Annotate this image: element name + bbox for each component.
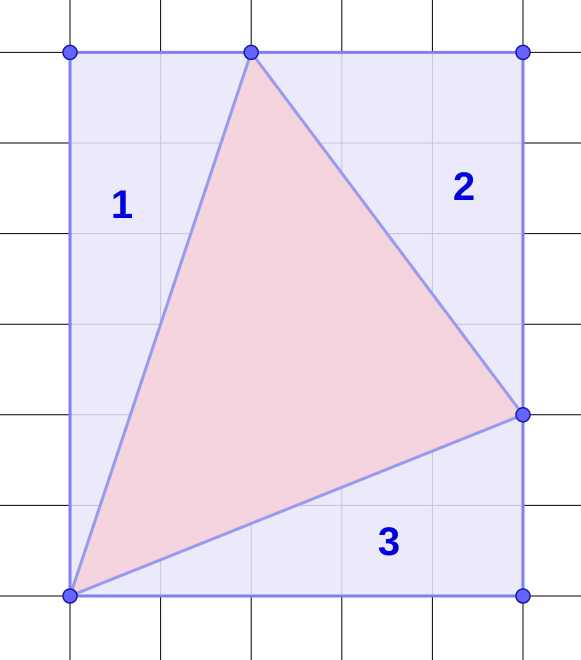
- vertex-point[interactable]: [515, 407, 531, 423]
- vertex-point[interactable]: [62, 44, 78, 61]
- inscribed-triangle: [67, 49, 526, 599]
- vertex-point[interactable]: [515, 588, 531, 604]
- vertex-point[interactable]: [243, 44, 259, 61]
- region-label-1: 1: [111, 183, 133, 227]
- region-label-3: 3: [378, 520, 400, 564]
- region-label-2: 2: [453, 165, 475, 209]
- vertex-point[interactable]: [62, 588, 78, 604]
- vertex-point[interactable]: [515, 44, 531, 61]
- vertex-points: [62, 44, 531, 604]
